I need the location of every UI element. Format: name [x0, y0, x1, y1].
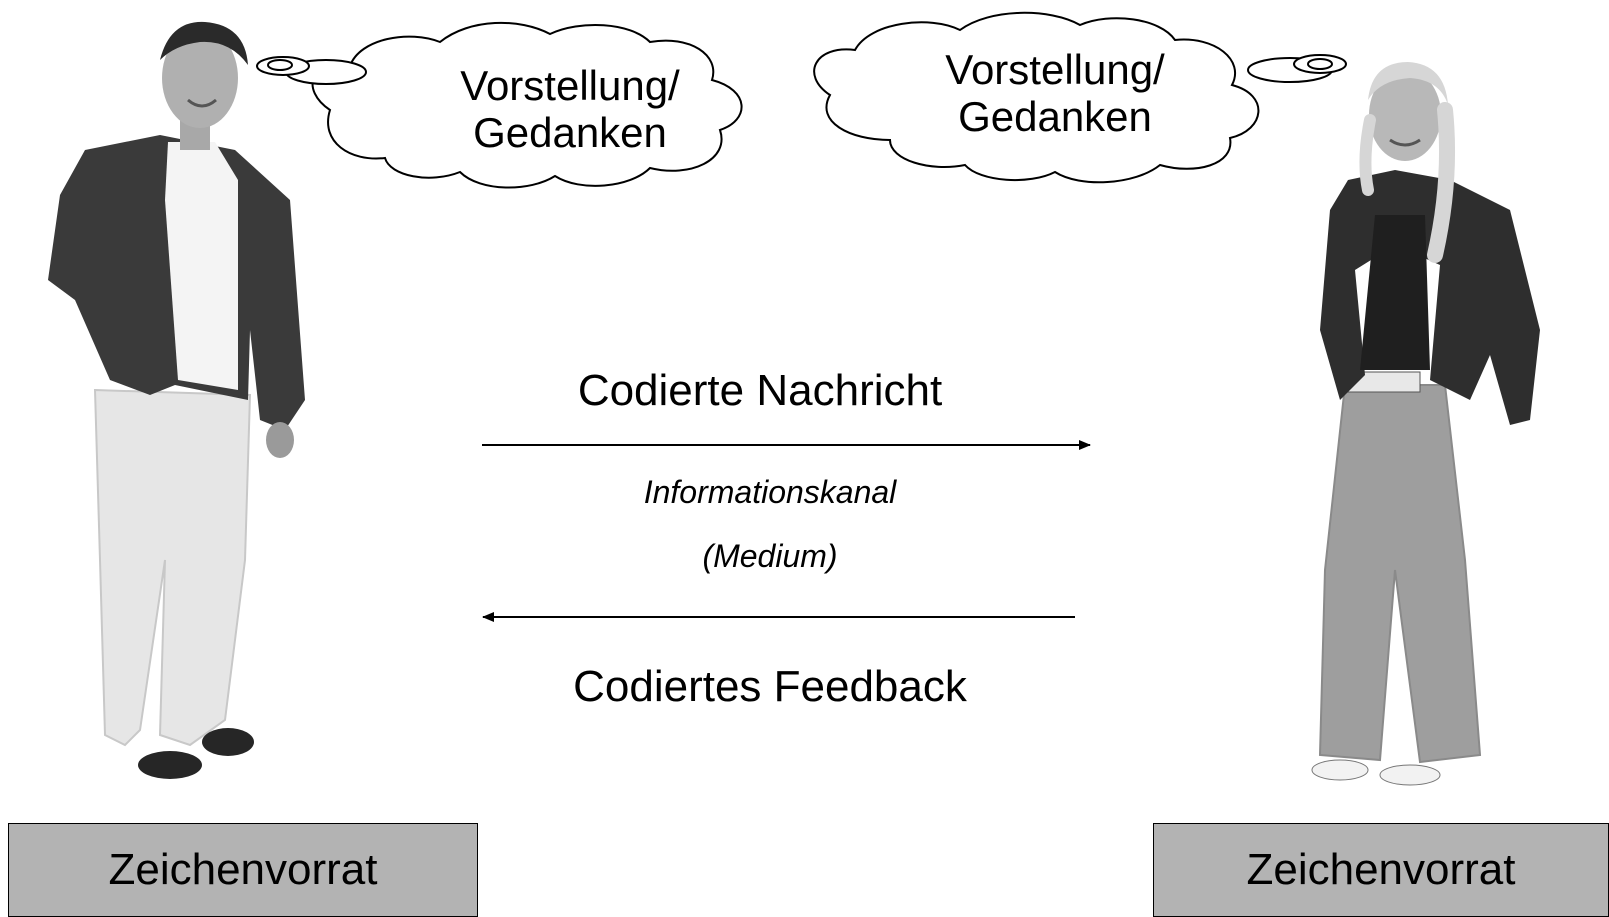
message-label: Codierte Nachricht [577, 366, 943, 415]
receiver-box-label: Zeichenvorrat [1246, 845, 1516, 894]
sender-thought-text: Vorstellung/ Gedanken [420, 62, 720, 156]
sender-thought-line2: Gedanken [473, 109, 667, 157]
receiver-thought-line2: Gedanken [958, 93, 1152, 141]
receiver-thought-text: Vorstellung/ Gedanken [905, 46, 1205, 140]
receiver-figure [1311, 62, 1540, 786]
sender-symbol-box: Zeichenvorrat [8, 823, 478, 917]
sender-thought-cloud [256, 21, 743, 189]
medium-label: (Medium) [702, 538, 838, 574]
channel-label: Informationskanal [643, 474, 897, 510]
sender-box-label: Zeichenvorrat [108, 845, 378, 894]
feedback-label: Codiertes Feedback [573, 662, 967, 711]
receiver-thought-line1: Vorstellung/ [945, 46, 1165, 93]
receiver-symbol-box: Zeichenvorrat [1153, 823, 1609, 917]
receiver-thought-cloud [813, 11, 1347, 184]
sender-figure [48, 21, 305, 779]
sender-thought-line1: Vorstellung/ [460, 62, 680, 109]
